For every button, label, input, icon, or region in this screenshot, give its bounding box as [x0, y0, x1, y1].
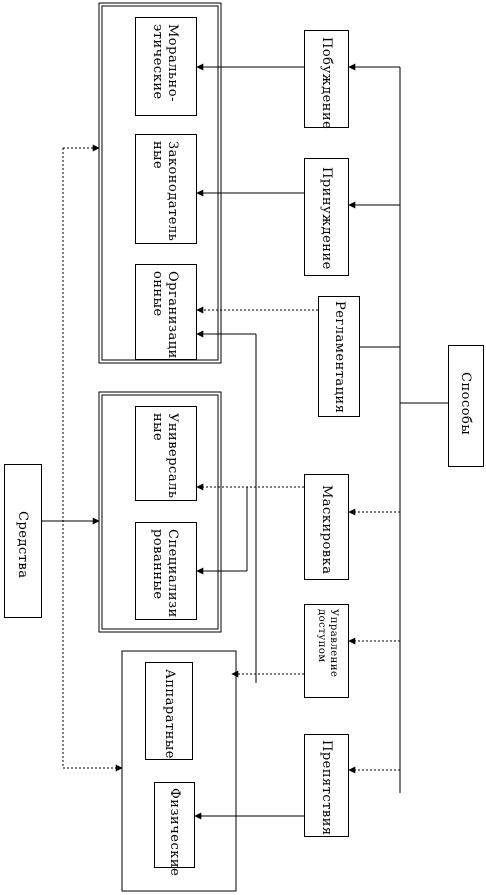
prepyat-box: Препятствия	[304, 734, 349, 837]
prinuzhd-label: Принуждение	[319, 167, 334, 270]
spec-label: Специализи рованные	[150, 529, 180, 618]
method-to-means-connectors	[194, 63, 318, 820]
fiz-label: Физические	[167, 788, 182, 877]
upravl-label: Управление доступом	[316, 609, 339, 678]
upravl-box: Управление доступом	[304, 604, 349, 698]
sposoby-box: Способы	[448, 345, 484, 467]
group-frame-2-inner	[101, 394, 219, 630]
reglam-box: Регламентация	[318, 296, 360, 417]
sredstva-label: Средства	[15, 511, 30, 579]
sposoby-label: Способы	[458, 372, 473, 436]
fiz-box: Физические	[154, 782, 195, 876]
sredstva-box: Средства	[4, 464, 42, 618]
group-frame-1-outer	[98, 2, 222, 364]
pobuzhd-box: Побуждение	[304, 30, 349, 130]
sposoby-connectors	[348, 63, 448, 793]
group-frames	[98, 2, 237, 892]
univ-label: Универсаль ные	[150, 413, 180, 499]
group-frame-3	[121, 650, 237, 892]
zakon-box: Законодатель ные	[135, 134, 197, 244]
prepyat-label: Препятствия	[319, 740, 334, 836]
org-label: Организаци онные	[150, 271, 180, 359]
group-frame-2-outer	[98, 391, 222, 633]
zakon-label: Законодатель ные	[150, 141, 180, 242]
maskir-box: Маскировка	[304, 474, 349, 580]
maskir-label: Маскировка	[319, 485, 334, 575]
moral-box: Морально- этические	[135, 17, 197, 116]
univ-box: Универсаль ные	[135, 406, 197, 501]
pobuzhd-label: Побуждение	[319, 37, 334, 130]
sredstva-connectors	[42, 144, 123, 772]
reglam-label: Регламентация	[332, 301, 347, 414]
appar-label: Аппаратные	[162, 669, 177, 759]
spec-box: Специализи рованные	[135, 522, 197, 620]
moral-label: Морально- этические	[150, 24, 180, 102]
appar-box: Аппаратные	[145, 662, 193, 760]
prinuzhd-box: Принуждение	[304, 158, 349, 276]
org-box: Организаци онные	[135, 264, 197, 360]
group-frame-1-inner	[101, 5, 219, 361]
